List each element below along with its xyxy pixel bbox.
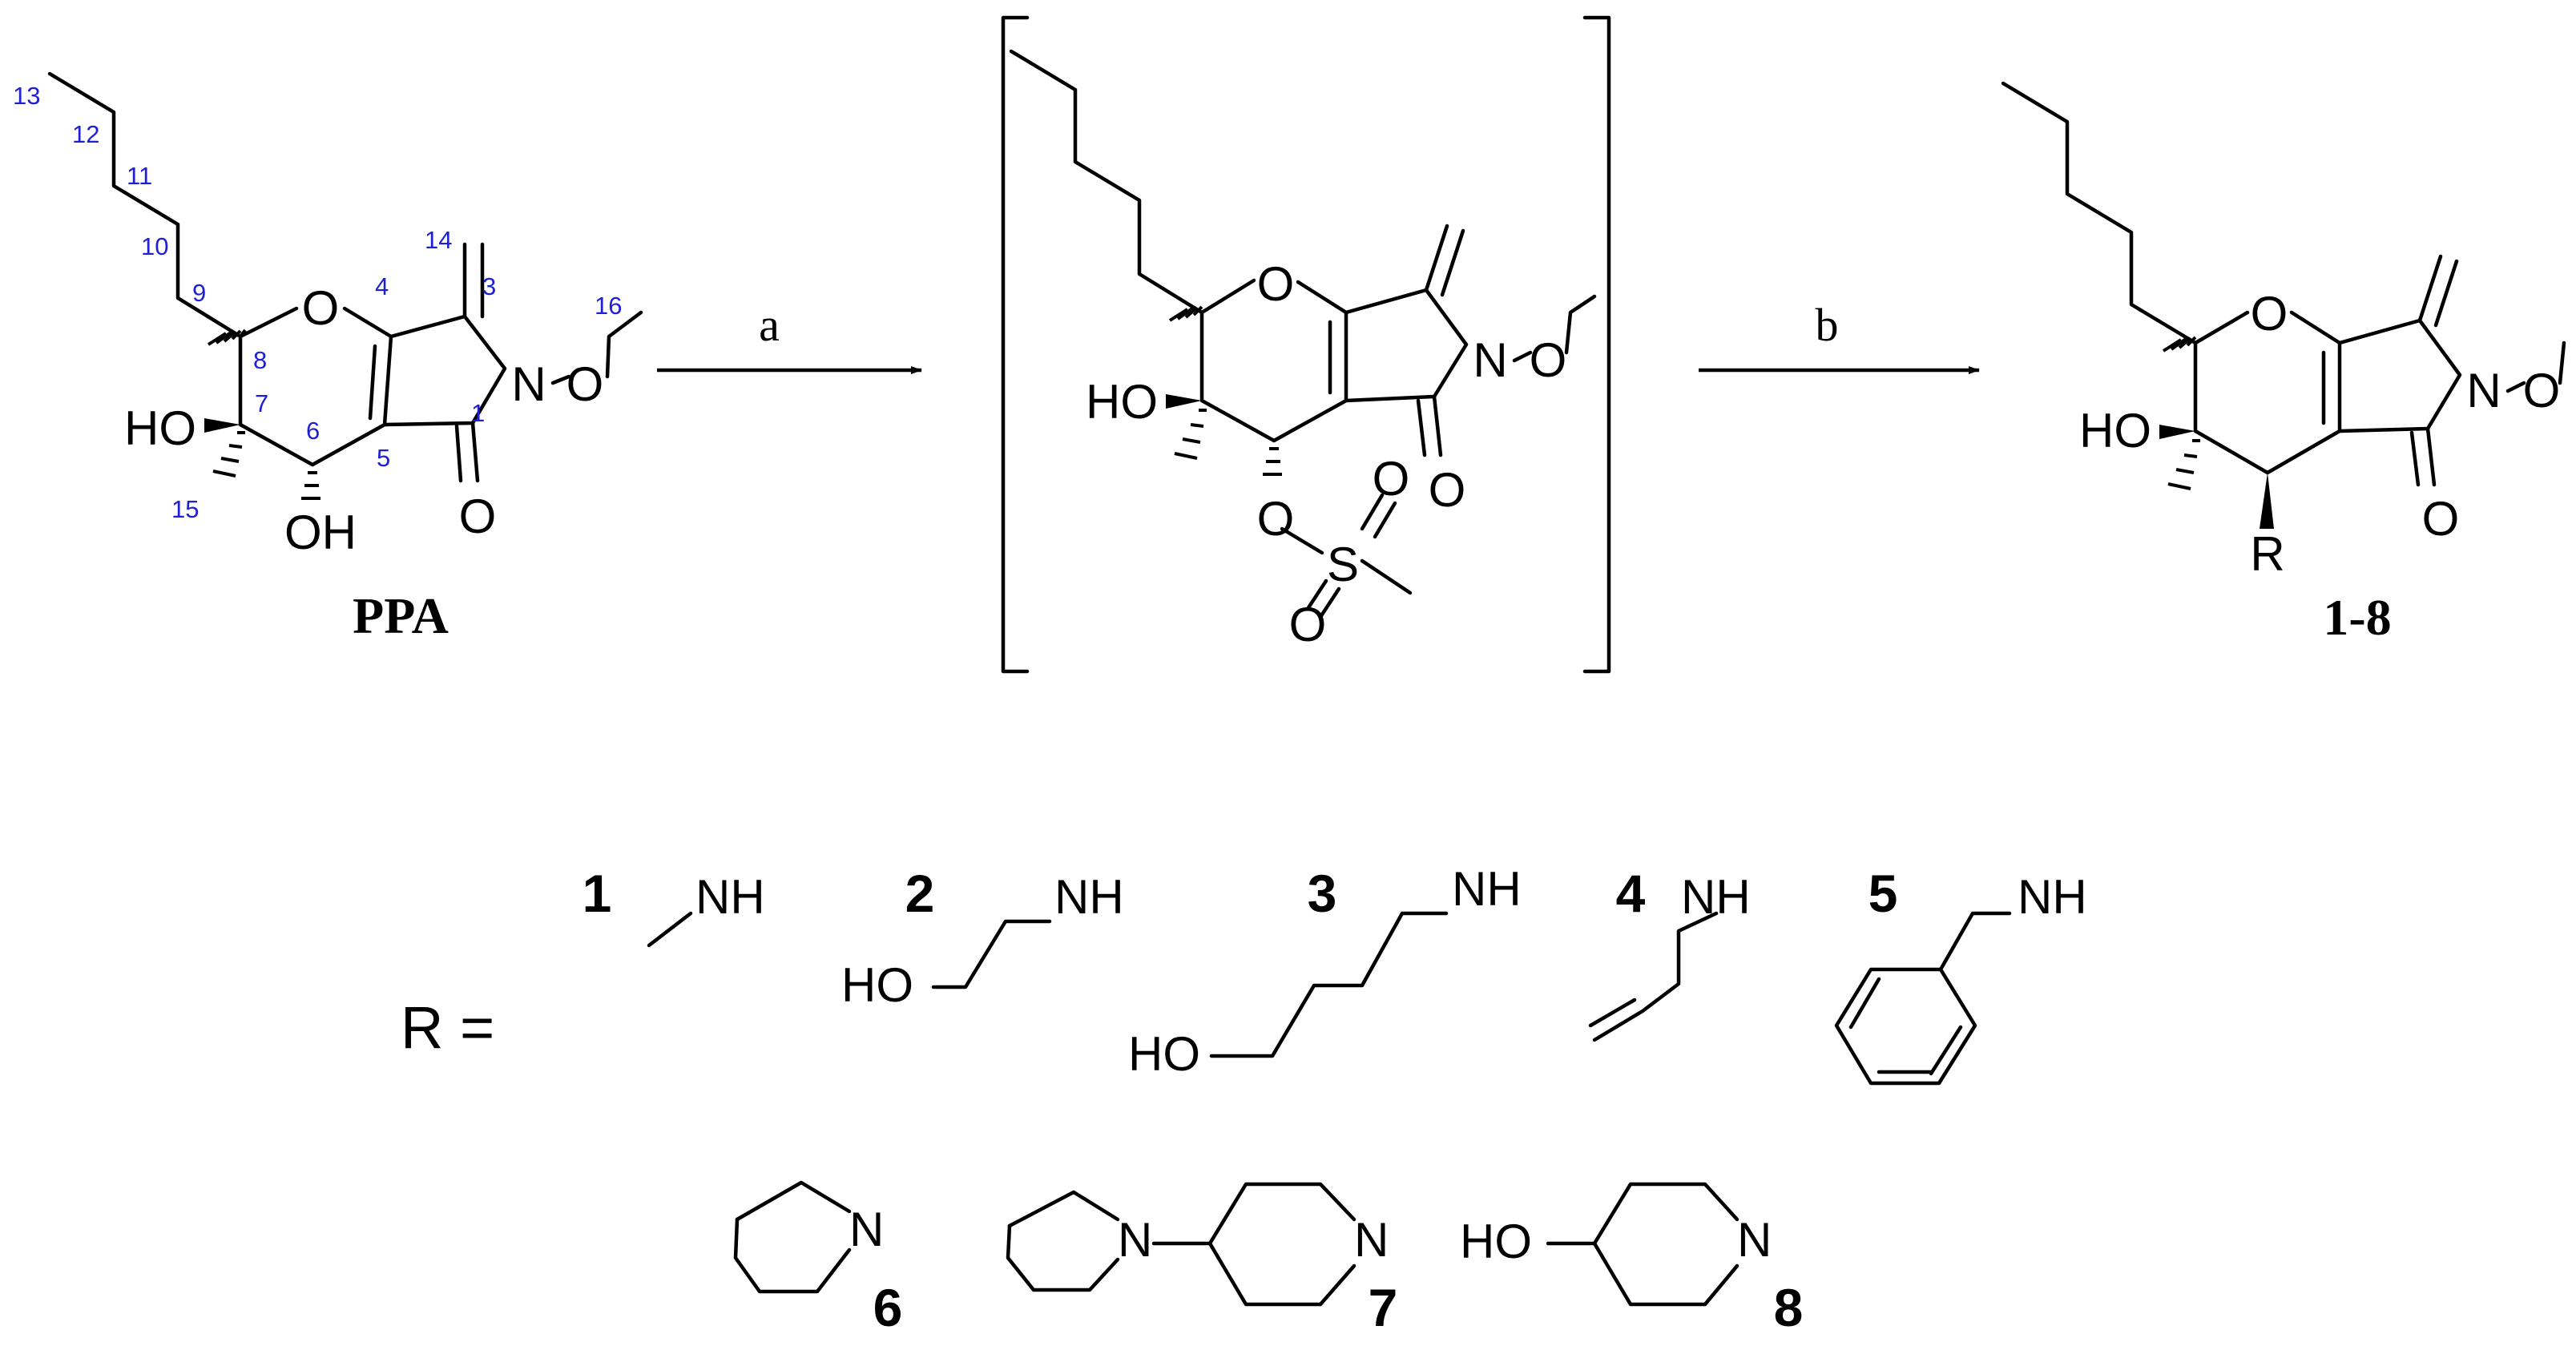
atom-N: N (1354, 1213, 1389, 1267)
compound-label-ppa: PPA (353, 587, 449, 644)
atom-O: O (1289, 598, 1327, 651)
atom-NH: NH (1681, 870, 1751, 924)
locant-15: 15 (171, 495, 199, 523)
ppa-atom-labels: O N O O HO OH (124, 281, 603, 559)
hashed-bond (212, 431, 245, 478)
atom-N: N (2466, 364, 2501, 417)
atom-N: N (849, 1203, 884, 1256)
atom-S: S (1327, 538, 1359, 591)
r-group-index-7: 7 (1369, 1278, 1398, 1337)
atom-HO: HO (124, 401, 196, 455)
r-group-index-1: 1 (583, 864, 612, 923)
hashed-bond (1174, 409, 1207, 460)
locant-8: 8 (253, 346, 267, 374)
locant-4: 4 (375, 272, 389, 300)
intermediate-structure (1009, 49, 1597, 619)
bracket-left (1001, 15, 1030, 674)
r-group-6: N 6 (733, 1180, 903, 1337)
r-group-index-5: 5 (1869, 864, 1898, 923)
atom-N: N (1118, 1213, 1152, 1267)
intermediate-atom-labels: O N O O HO O S O O (1086, 257, 1566, 651)
r-group-2: 2 HO NH (841, 864, 1124, 1012)
atom-HO: HO (1460, 1215, 1532, 1268)
locant-7: 7 (255, 389, 268, 417)
atom-HO: HO (841, 958, 913, 1012)
atom-O: O (1257, 257, 1295, 311)
hashed-bond (2162, 336, 2197, 353)
atom-HO: HO (2079, 404, 2151, 457)
locant-3: 3 (482, 272, 496, 300)
locant-14: 14 (425, 226, 452, 254)
atom-O: O (566, 357, 604, 411)
atom-O: O (1373, 452, 1410, 506)
atom-O: O (1530, 333, 1567, 387)
atom-O: O (1429, 463, 1466, 517)
r-group-index-3: 3 (1308, 864, 1337, 923)
r-group-5: 5 NH (1834, 864, 2087, 1086)
atom-N: N (1737, 1213, 1772, 1267)
r-group-3: 3 HO NH (1128, 862, 1522, 1081)
r-group-index-2: 2 (905, 864, 935, 923)
reagent-label-a: a (759, 299, 780, 351)
r-group-prefix: R = (401, 994, 494, 1061)
locant-12: 12 (72, 120, 99, 148)
locant-6: 6 (306, 417, 320, 445)
r-group-8: HO N 8 (1460, 1182, 1804, 1337)
atom-NH: NH (1452, 862, 1522, 916)
locant-5: 5 (377, 444, 390, 472)
ppa-numbering: 1 3 4 5 6 7 8 9 10 11 12 13 14 15 16 (13, 82, 622, 523)
locant-13: 13 (13, 82, 40, 110)
r-group-index-6: 6 (873, 1278, 903, 1337)
hashed-bond (2167, 439, 2200, 490)
locant-10: 10 (141, 232, 168, 260)
product-structure (2001, 81, 2566, 529)
reagent-label-b: b (1816, 299, 1839, 351)
hashed-bond (1168, 305, 1203, 322)
atom-N: N (511, 357, 546, 411)
locant-1: 1 (471, 399, 485, 427)
hashed-bond (301, 471, 320, 500)
atom-HO: HO (1128, 1027, 1200, 1081)
atom-O: O (302, 281, 340, 335)
compound-label-products: 1-8 (2323, 589, 2391, 646)
locant-11: 11 (127, 162, 152, 190)
atom-O: O (1257, 492, 1295, 546)
atom-R: R (2250, 527, 2284, 581)
atom-HO: HO (1086, 375, 1158, 429)
atom-NH: NH (2018, 870, 2087, 924)
r-group-4: 4 NH (1588, 864, 1751, 1042)
atom-NH: NH (1054, 870, 1124, 924)
locant-9: 9 (192, 279, 206, 307)
r-group-index-8: 8 (1774, 1278, 1804, 1337)
atom-O: O (2422, 492, 2460, 546)
r-group-index-4: 4 (1616, 864, 1646, 923)
product-atom-labels: O N O O HO R (2079, 287, 2560, 581)
atom-N: N (1473, 333, 1507, 387)
r-group-7: N N 7 (1006, 1182, 1398, 1337)
bracket-right (1582, 15, 1611, 674)
atom-NH: NH (695, 870, 765, 924)
atom-O: O (459, 490, 497, 543)
r-group-1: 1 NH (583, 864, 765, 948)
locant-16: 16 (595, 292, 622, 320)
atom-O: O (2251, 287, 2288, 341)
atom-OH: OH (284, 506, 357, 559)
atom-O: O (2523, 364, 2561, 417)
hashed-bond (1263, 447, 1282, 476)
ppa-structure (47, 71, 643, 500)
